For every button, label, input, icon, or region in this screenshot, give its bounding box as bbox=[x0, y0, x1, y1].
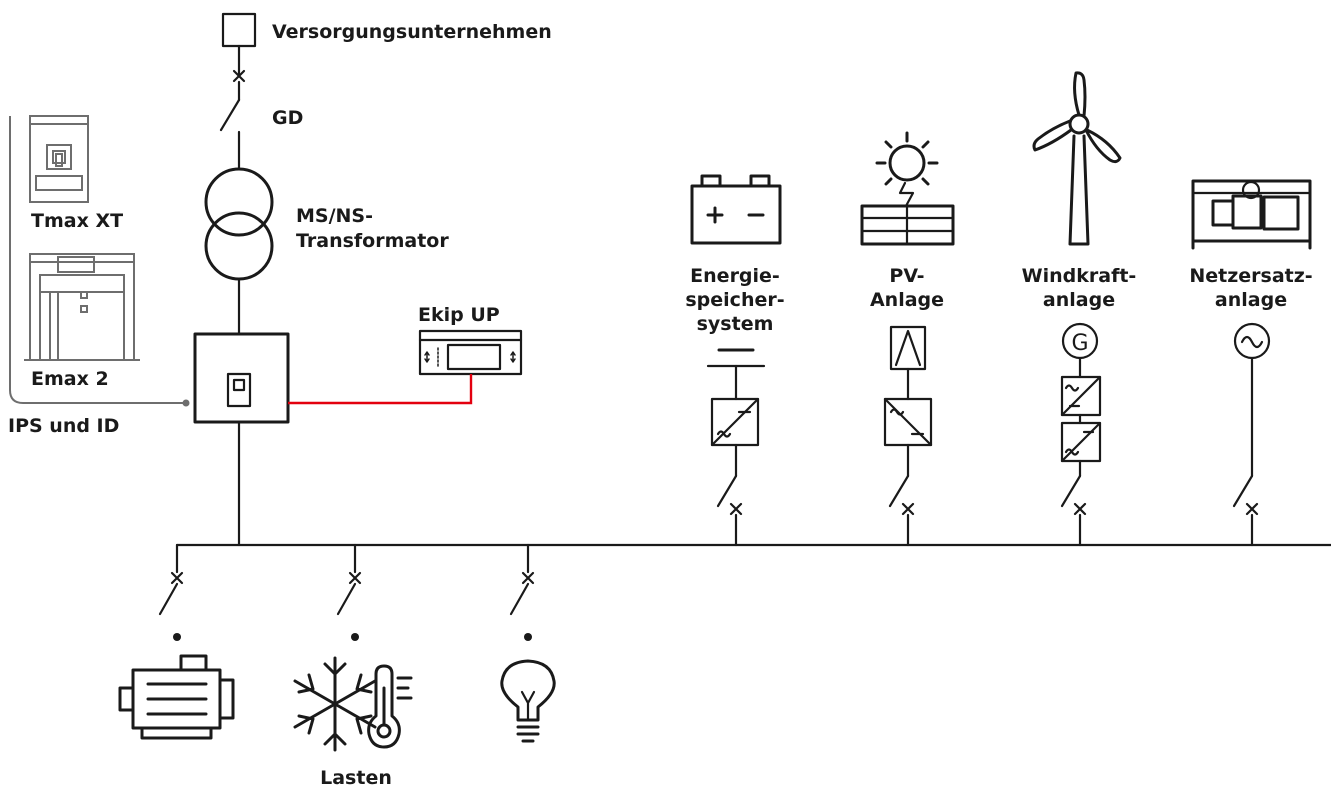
storage-label-3: system bbox=[697, 313, 774, 335]
load-feeders: Lasten bbox=[118, 543, 556, 789]
ekip-label: Ekip UP bbox=[418, 304, 500, 326]
utility-label: Versorgungsunternehmen bbox=[272, 21, 552, 43]
pv-module-icon bbox=[889, 325, 927, 371]
emax-2-icon bbox=[24, 253, 140, 361]
generator-symbol: G bbox=[1071, 331, 1088, 356]
pv-inverter-icon bbox=[883, 397, 933, 447]
storage-label-2: speicher- bbox=[685, 289, 784, 311]
solar-panel-icon bbox=[860, 131, 955, 246]
pv-label-1: PV- bbox=[889, 265, 924, 287]
gd-label: GD bbox=[272, 107, 303, 129]
motor-icon bbox=[118, 654, 235, 740]
wind-inverter-icon bbox=[1060, 421, 1102, 463]
breaker-products: Tmax XT Emax 2 IPS und ID bbox=[8, 115, 190, 437]
transformer-primary-icon bbox=[204, 167, 274, 237]
genset-label-1: Netzersatz- bbox=[1189, 265, 1312, 287]
light-bulb-icon bbox=[500, 659, 556, 743]
ekip-up: Ekip UP bbox=[288, 304, 523, 405]
pv-branch: PV- Anlage bbox=[860, 131, 955, 547]
battery-icon bbox=[690, 174, 782, 245]
genset-label-2: anlage bbox=[1215, 289, 1287, 311]
generator-set-icon bbox=[1191, 179, 1312, 250]
switchgear-box bbox=[193, 332, 290, 424]
storage-label-1: Energie- bbox=[690, 265, 780, 287]
ips-label: IPS und ID bbox=[8, 415, 119, 437]
pv-label-2: Anlage bbox=[870, 289, 944, 311]
dc-ac-converter-icon bbox=[710, 397, 760, 447]
utility-box-icon bbox=[221, 12, 257, 48]
transformer-secondary-icon bbox=[204, 211, 274, 281]
ekip-device-icon bbox=[418, 329, 523, 376]
wind-label-1: Windkraft- bbox=[1022, 265, 1137, 287]
genset-branch: Netzersatz- anlage bbox=[1189, 179, 1313, 547]
breaker-cross-icon bbox=[232, 69, 246, 83]
emax-label: Emax 2 bbox=[31, 368, 109, 390]
product-bracket bbox=[9, 116, 186, 404]
wind-label-2: anlage bbox=[1043, 289, 1115, 311]
energy-storage-branch: Energie- speicher- system bbox=[685, 174, 785, 547]
transformer: MS/NS- Transformator bbox=[204, 167, 449, 336]
main-breaker-switch bbox=[219, 98, 241, 132]
tmax-xt-icon bbox=[29, 115, 89, 203]
signal-line bbox=[288, 374, 473, 405]
hvac-icon bbox=[293, 656, 413, 752]
transformer-label-2: Transformator bbox=[296, 230, 449, 252]
wind-turbine-icon bbox=[1032, 71, 1122, 246]
wind-branch: Windkraft- anlage G bbox=[1022, 71, 1137, 547]
loads-label: Lasten bbox=[320, 767, 392, 789]
wind-rectifier-icon bbox=[1060, 375, 1102, 417]
utility-supply: Versorgungsunternehmen GD bbox=[219, 12, 552, 170]
transformer-label-1: MS/NS- bbox=[296, 205, 373, 227]
tmax-label: Tmax XT bbox=[31, 210, 123, 232]
main-switchgear bbox=[193, 332, 290, 547]
breaker-handle-icon bbox=[226, 372, 252, 408]
